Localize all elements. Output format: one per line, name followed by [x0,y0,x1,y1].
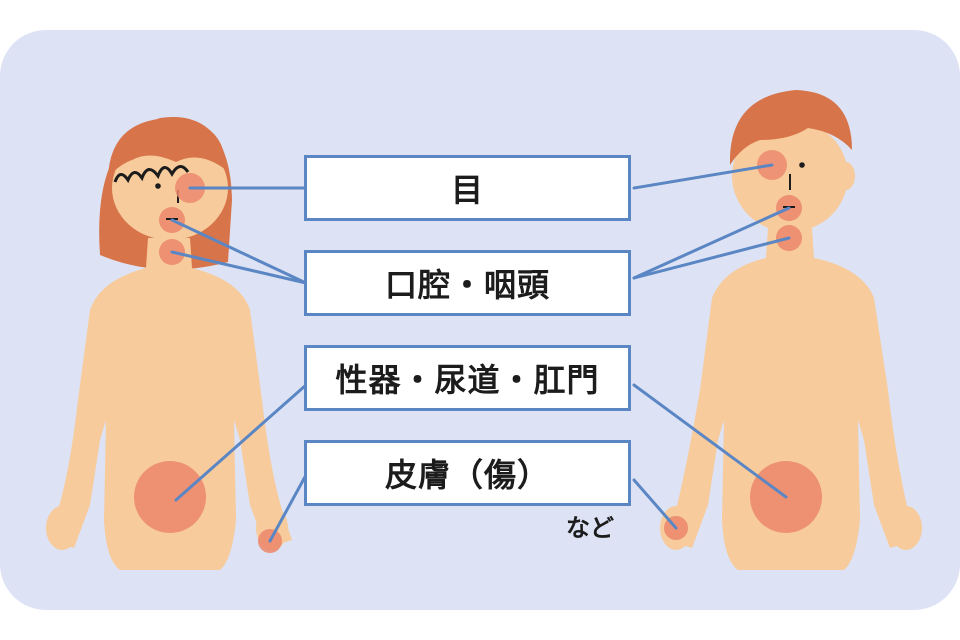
man-eye [799,162,805,168]
man-figure [660,90,922,570]
connector-mouth-left [170,218,308,285]
connector-throat-right [632,236,791,280]
woman-left-hand [46,506,78,550]
man-ear [837,162,855,190]
man-right-hand [890,506,922,550]
etc-note: など [566,514,614,542]
woman-eye [155,183,161,189]
woman-body [48,238,292,570]
infection-sites [134,150,822,553]
connector-genital-left [174,383,308,502]
woman-genital-spot [134,461,206,533]
connector-skin-left [268,473,308,543]
connector-throat-left [170,250,308,285]
label-skin-wound: 皮膚（傷） [304,440,631,506]
label-oral-pharynx: 口腔・咽頭 [304,250,631,316]
connector-mouth-right [632,206,791,280]
woman-bangs [108,118,226,178]
connector-skin-right [632,478,678,530]
woman-bang-curls [113,165,190,184]
connector-eye-right [632,163,774,190]
woman-face [112,136,228,240]
label-eye: 目 [304,155,631,221]
man-hair [729,90,852,165]
connector-genital-right [632,383,788,499]
man-body [666,228,916,570]
label-genital-urethra-anus: 性器・尿道・肛門 [304,345,631,411]
connector-lines [170,163,791,543]
